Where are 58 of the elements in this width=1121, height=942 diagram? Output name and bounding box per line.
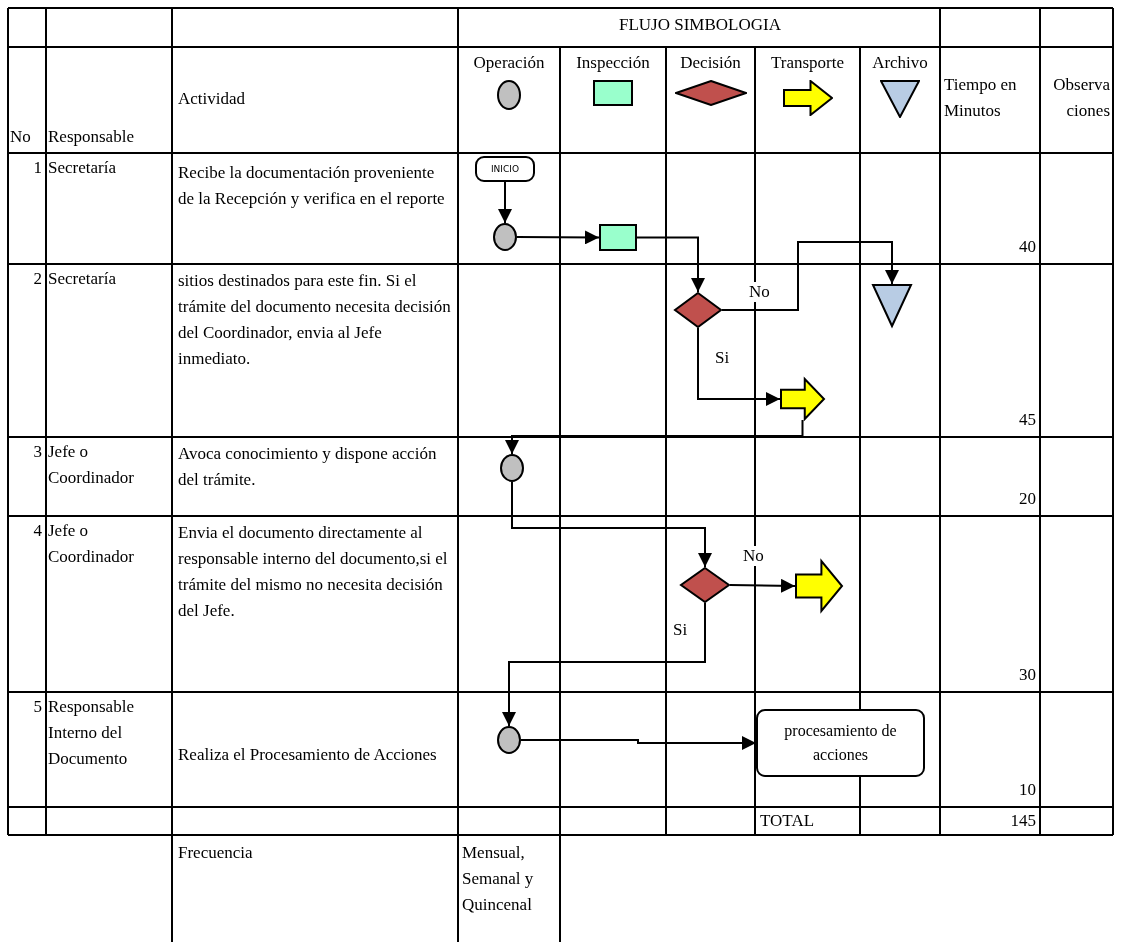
legend-label: Operación [472,52,546,74]
decision-diamond [674,292,722,328]
total-value: 145 [1009,810,1036,832]
arrow [729,578,796,593]
responsible-name: Jefe o Coordinador [48,441,135,489]
frequency-value: Mensual, Semanal y Quincenal [462,842,535,916]
activity-text: Avoca conocimiento y dispone acción del trámite. [178,443,438,491]
frequency-label: Frecuencia [178,842,254,864]
inspection-rectangle [599,224,637,251]
legend-label: Transporte [769,52,845,74]
table-title: FLUJO SIMBOLOGIA [618,14,782,36]
arrow [721,241,899,311]
time-value: 10 [1018,779,1036,801]
column-header: Actividad [178,88,247,110]
column-header: Tiempo en Minutos [944,74,1018,122]
row-number: 1 [32,157,42,179]
arrow [697,327,781,406]
row-number: 5 [32,696,42,718]
responsible-name: Secretaría [48,157,117,179]
responsible-name: Secretaría [48,268,117,290]
total-label: TOTAL [760,810,816,832]
transport-arrow-symbol [780,378,825,420]
operation-circle [500,454,524,482]
archive-triangle [872,284,912,327]
operation-circle [497,726,521,754]
arrow [516,230,600,245]
column-header: No [10,126,32,148]
arrow [498,181,512,224]
edge-label: No [748,282,771,302]
arrow [520,736,757,750]
responsible-name: Jefe o Coordinador [48,520,135,568]
legend-label: Archivo [871,52,929,74]
edge-label: No [742,546,765,566]
time-value: 40 [1018,236,1036,258]
row-number: 2 [32,268,42,290]
column-header: Responsable [48,126,135,148]
column-header: Observa ciones [1052,74,1110,122]
operation-circle [493,223,517,251]
arrow [505,419,804,455]
row-number: 3 [32,441,42,463]
legend-label: Decisión [679,52,742,74]
activity-text: sitios destinados para este fin. Si el trámite del documento necesita decisión del Coordinador, envia al Jefe inmediato. [178,270,452,370]
start-box: INICIO [475,156,535,182]
transport-arrow-symbol [795,560,843,612]
arrow [511,481,712,568]
arrow [502,602,706,727]
legend-label: Inspección [575,52,651,74]
time-value: 30 [1018,664,1036,686]
activity-text: Envia el documento directamente al responsable interno del documento,si el trámite del mismo no necesita decisión del Jefe. [178,522,449,622]
responsible-name: Responsable Interno del Documento [48,696,135,770]
activity-text: Recibe la documentación proveniente de la Recepción y verifica en el reporte [178,162,446,210]
row-number: 4 [32,520,42,542]
time-value: 45 [1018,409,1036,431]
arrow [636,236,705,293]
time-value: 20 [1018,488,1036,510]
activity-text: Realiza el Procesamiento de Acciones [178,744,438,766]
decision-diamond [680,567,730,603]
process-box: procesamiento de acciones [756,709,925,777]
